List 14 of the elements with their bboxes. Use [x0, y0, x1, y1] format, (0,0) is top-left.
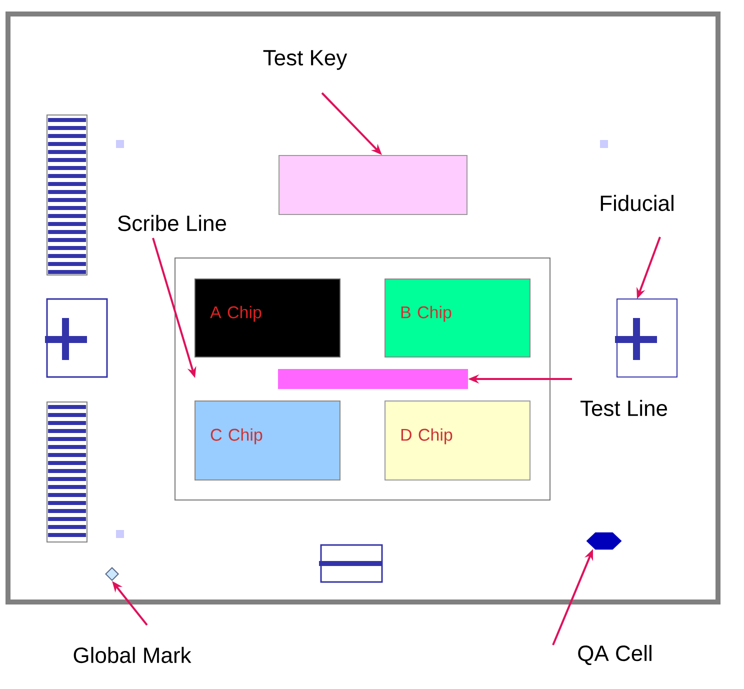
- callout-label: Global Mark: [74, 646, 192, 664]
- global-mark-diamond: [105, 567, 119, 581]
- test-line-bar: [278, 369, 468, 389]
- callout-label: Test Key: [263, 50, 348, 70]
- callout-label: QA Cell: [578, 644, 652, 666]
- test-key-pad: [278, 155, 468, 215]
- callout-label: Test Line: [580, 400, 668, 416]
- chip-box: C Chip: [194, 400, 340, 480]
- chip-box: A Chip: [194, 278, 340, 358]
- chip-box: B Chip: [384, 278, 530, 358]
- callout-label: Scribe Line: [118, 214, 226, 232]
- fiducial-mark: [615, 298, 678, 378]
- callout-label: Fiducial: [600, 194, 674, 212]
- chip-box: D Chip: [384, 400, 530, 480]
